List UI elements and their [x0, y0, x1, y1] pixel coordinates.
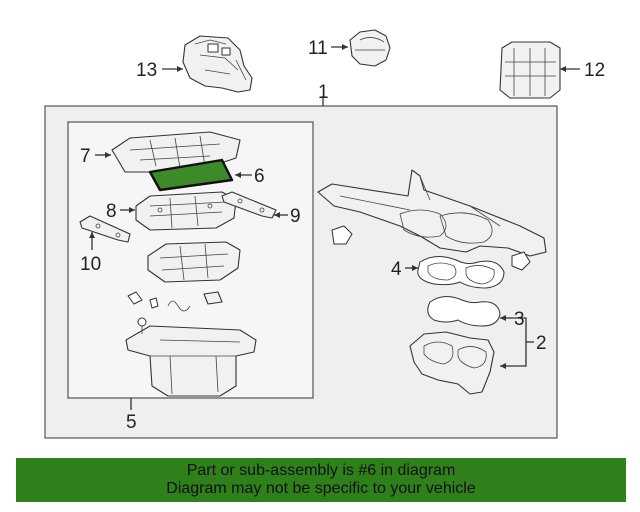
callout-13: 13 [136, 60, 157, 81]
callout-7: 7 [80, 146, 91, 167]
parts-diagram: 13 11 12 1 7 6 8 9 10 4 3 2 5 [44, 29, 605, 439]
callout-4: 4 [391, 259, 402, 280]
part-11-shift-knob[interactable] [349, 29, 391, 67]
part-4-cupholder-trim[interactable] [417, 256, 505, 289]
part-12-switch-module[interactable] [499, 41, 561, 99]
callout-10: 10 [80, 254, 101, 275]
callout-9: 9 [290, 206, 301, 227]
lower-console-box[interactable] [125, 317, 257, 397]
part-13-shift-assembly[interactable] [182, 35, 253, 93]
cupholder-box[interactable] [409, 331, 495, 395]
callout-2: 2 [536, 333, 547, 354]
callout-6: 6 [254, 166, 265, 187]
part-8-base-plate[interactable] [135, 191, 237, 231]
inner-tray[interactable] [147, 241, 241, 283]
part-10-side-bracket[interactable] [79, 215, 131, 243]
callout-1: 1 [318, 82, 329, 103]
callout-5: 5 [126, 412, 137, 433]
part-6-highlighted[interactable] [148, 158, 234, 192]
banner-line-2: Diagram may not be specific to your vehi… [166, 480, 476, 497]
callout-11: 11 [308, 38, 328, 59]
clips[interactable] [127, 291, 223, 312]
info-banner: Part or sub-assembly is #6 in diagram Di… [16, 458, 626, 502]
callout-8: 8 [106, 201, 117, 222]
part-9-side-bracket[interactable] [221, 191, 277, 219]
center-console-assembly[interactable] [317, 169, 547, 271]
part-3-gasket[interactable] [427, 296, 501, 327]
banner-line-1: Part or sub-assembly is #6 in diagram [186, 462, 456, 479]
callout-12: 12 [584, 60, 605, 81]
callout-3: 3 [514, 309, 525, 330]
